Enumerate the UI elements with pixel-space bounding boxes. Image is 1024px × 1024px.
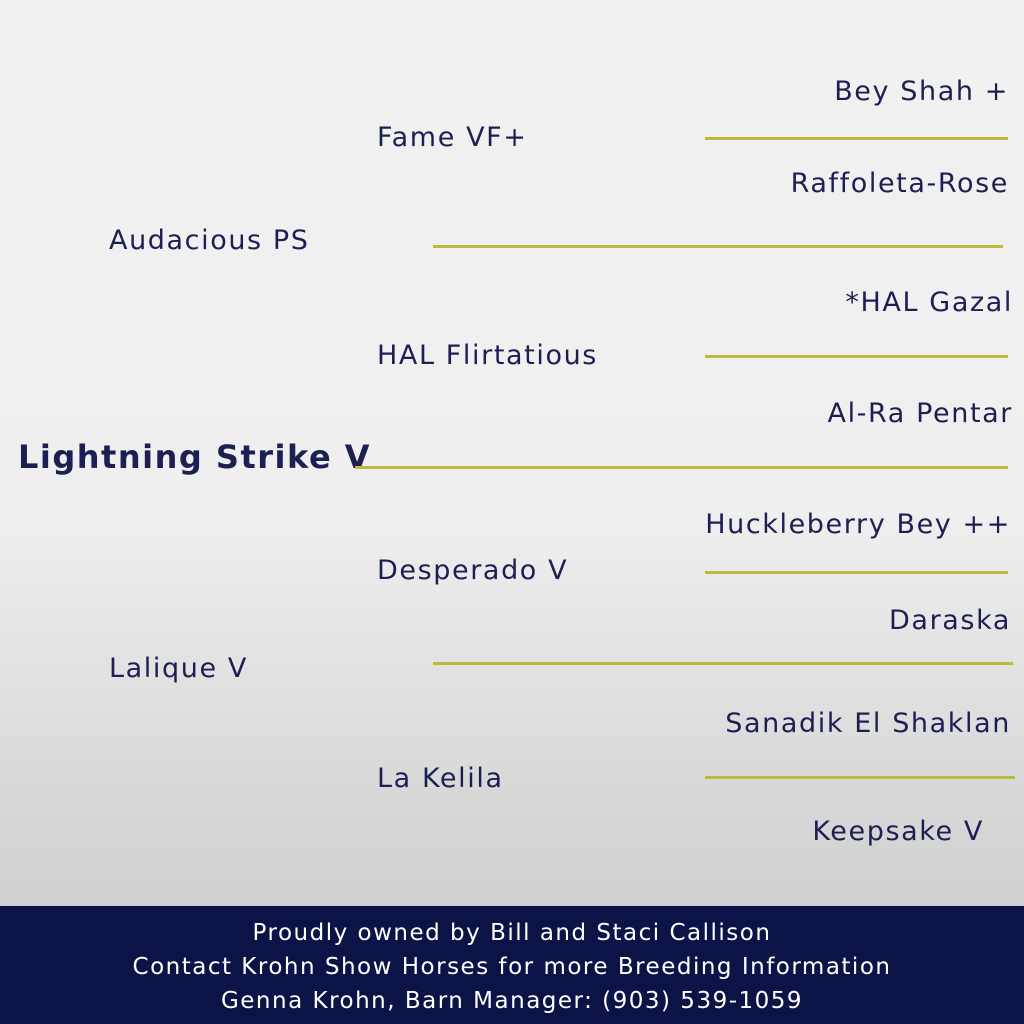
pedigree-name-sire-sire-dam: Raffoleta-Rose <box>790 168 1009 199</box>
pedigree-name-sire-sire: Fame VF+ <box>377 122 528 153</box>
pedigree-name-dam-sire: Desperado V <box>377 555 569 586</box>
pedigree-name-sire-dam-dam: Al-Ra Pentar <box>827 398 1013 429</box>
pedigree-name-sire-dam-sire: *HAL Gazal <box>845 287 1013 318</box>
pedigree-name-dam-sire-dam: Daraska <box>889 605 1011 636</box>
pedigree-name-dam-dam-dam: Keepsake V <box>812 816 984 847</box>
connector-line-desperado-v <box>705 571 1008 574</box>
footer-banner: Proudly owned by Bill and Staci Callison… <box>0 906 1024 1024</box>
footer-phone-text: Genna Krohn, Barn Manager: (903) 539-105… <box>220 988 804 1014</box>
connector-line-hal-flirtatious <box>705 355 1008 358</box>
pedigree-name-dam-sire-sire: Huckleberry Bey ++ <box>705 509 1011 540</box>
pedigree-name-sire-sire-sire: Bey Shah + <box>834 76 1009 107</box>
connector-line-lalique-v <box>433 662 1013 665</box>
pedigree-name-dam: Lalique V <box>109 653 248 684</box>
pedigree-name-dam-dam-sire: Sanadik El Shaklan <box>725 708 1011 739</box>
connector-line-la-kelila <box>705 776 1015 779</box>
pedigree-name-sire-dam: HAL Flirtatious <box>377 340 598 371</box>
pedigree-name-horse: Lightning Strike V <box>18 438 372 476</box>
pedigree-name-sire: Audacious PS <box>109 225 310 256</box>
footer-contact-text: Contact Krohn Show Horses for more Breed… <box>132 954 892 980</box>
footer-owner-text: Proudly owned by Bill and Staci Callison <box>252 920 772 946</box>
connector-line-lightning-strike-v <box>355 466 1008 469</box>
connector-line-fame-vf <box>705 137 1008 140</box>
pedigree-name-dam-dam: La Kelila <box>377 763 504 794</box>
connector-line-audacious-ps <box>433 245 1003 248</box>
